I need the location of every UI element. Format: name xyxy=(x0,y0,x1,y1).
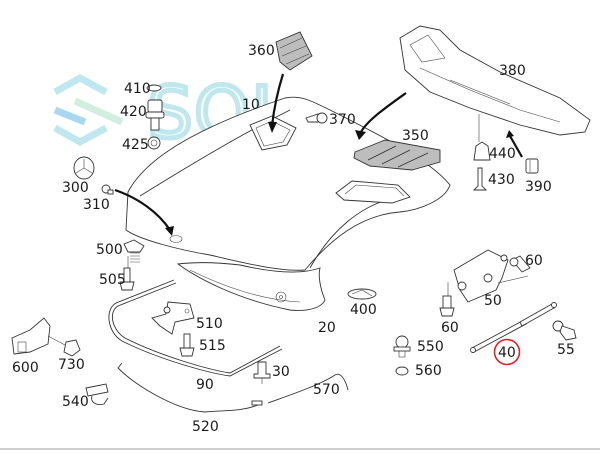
label-540[interactable]: 540 xyxy=(62,394,89,410)
part-60-bolt-top[interactable] xyxy=(509,255,531,273)
label-350[interactable]: 350 xyxy=(402,128,429,144)
arrow-390-to-cowl xyxy=(509,135,523,158)
part-300-emblem[interactable] xyxy=(73,156,95,180)
label-40[interactable]: 40 xyxy=(498,345,516,361)
label-60-top[interactable]: 60 xyxy=(525,253,543,269)
watermark-chevron-bottom xyxy=(53,124,108,146)
part-370-screw[interactable] xyxy=(305,112,328,124)
label-410[interactable]: 410 xyxy=(124,81,151,97)
part-510-latch[interactable] xyxy=(151,301,195,335)
label-515[interactable]: 515 xyxy=(199,338,226,354)
label-370[interactable]: 370 xyxy=(329,112,356,128)
assembly-arrows xyxy=(114,73,523,236)
part-410-grommet[interactable] xyxy=(146,84,162,92)
hood-inner-frame[interactable] xyxy=(176,262,326,311)
label-440[interactable]: 440 xyxy=(489,146,516,162)
label-30[interactable]: 30 xyxy=(272,364,290,380)
label-20[interactable]: 20 xyxy=(318,320,336,336)
part-600-bracket[interactable] xyxy=(11,317,66,355)
label-55[interactable]: 55 xyxy=(557,342,575,358)
part-30-bolt[interactable] xyxy=(253,361,271,384)
label-420[interactable]: 420 xyxy=(120,104,147,120)
part-540-clip[interactable] xyxy=(85,383,109,405)
arrow-350-to-hood xyxy=(358,92,407,135)
label-550[interactable]: 550 xyxy=(417,339,444,355)
part-400-clip[interactable] xyxy=(347,288,377,300)
label-390[interactable]: 390 xyxy=(525,179,552,195)
part-515-bolt[interactable] xyxy=(179,333,195,357)
hood-seal[interactable] xyxy=(108,279,283,377)
part-labels: 360 410 420 10 370 380 425 350 440 430 3… xyxy=(12,43,575,435)
label-50[interactable]: 50 xyxy=(484,293,502,309)
part-440-clip[interactable] xyxy=(473,114,491,161)
label-60-bottom[interactable]: 60 xyxy=(441,320,459,336)
label-360[interactable]: 360 xyxy=(248,43,275,59)
part-560-nut[interactable] xyxy=(395,366,409,376)
part-550-buffer[interactable] xyxy=(393,335,411,358)
label-520[interactable]: 520 xyxy=(192,419,219,435)
label-310[interactable]: 310 xyxy=(83,197,110,213)
part-730-pad[interactable] xyxy=(63,339,81,357)
label-510[interactable]: 510 xyxy=(196,316,223,332)
label-380[interactable]: 380 xyxy=(499,63,526,79)
label-90[interactable]: 90 xyxy=(196,377,214,393)
part-60-bolt-bottom[interactable] xyxy=(439,295,455,317)
cowl-panel[interactable] xyxy=(399,25,591,136)
part-55-ball-stud[interactable] xyxy=(552,320,577,341)
label-730[interactable]: 730 xyxy=(58,357,85,373)
part-430-screw[interactable] xyxy=(472,167,488,191)
part-310-screw[interactable] xyxy=(101,184,114,195)
highlight-circle-40 xyxy=(493,338,521,366)
watermark-stripe-green xyxy=(73,97,124,126)
label-600[interactable]: 600 xyxy=(12,360,39,376)
label-430[interactable]: 430 xyxy=(488,172,515,188)
arrow-360-to-hood xyxy=(270,73,285,127)
arrow-310-to-hood xyxy=(114,188,171,231)
watermark-stripe-blue xyxy=(53,106,87,126)
part-425-nut[interactable] xyxy=(147,136,161,150)
watermark-chevron-top xyxy=(53,74,108,96)
label-400[interactable]: 400 xyxy=(350,302,377,318)
part-520-cable[interactable] xyxy=(117,362,263,413)
label-500[interactable]: 500 xyxy=(96,242,123,258)
label-10[interactable]: 10 xyxy=(242,97,260,113)
part-570-cable[interactable] xyxy=(267,373,349,404)
grille-mesh-360[interactable] xyxy=(275,31,313,71)
label-570[interactable]: 570 xyxy=(313,382,340,398)
part-505-bolt[interactable] xyxy=(119,267,135,291)
part-420-bumper[interactable] xyxy=(145,99,165,131)
part-50-hinge[interactable] xyxy=(447,249,529,303)
label-560[interactable]: 560 xyxy=(415,363,442,379)
grille-mesh-350[interactable] xyxy=(353,139,441,171)
part-40-gas-strut[interactable] xyxy=(470,302,557,353)
bottom-divider xyxy=(0,448,600,450)
label-300[interactable]: 300 xyxy=(62,180,89,196)
part-390-clip[interactable] xyxy=(525,158,539,174)
label-425[interactable]: 425 xyxy=(122,137,149,153)
label-505[interactable]: 505 xyxy=(99,272,126,288)
